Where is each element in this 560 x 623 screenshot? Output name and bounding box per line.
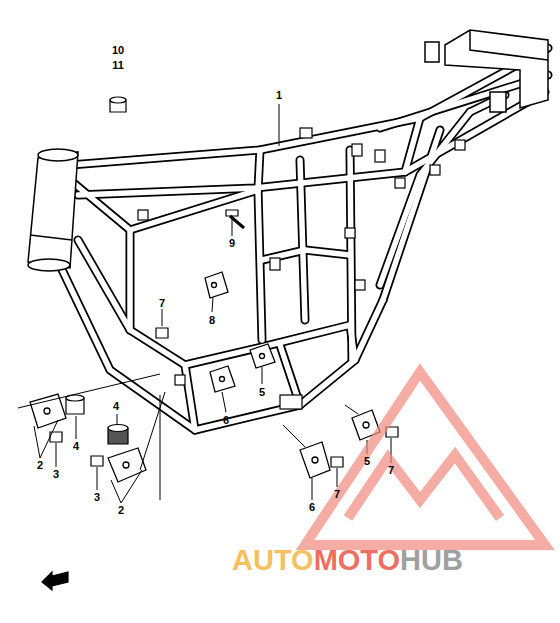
mount-plates <box>220 377 225 382</box>
mount-plates <box>44 408 50 414</box>
nuts <box>156 328 168 338</box>
leader-lines <box>34 426 40 458</box>
bolt <box>226 210 244 228</box>
leader-lines <box>18 374 160 408</box>
callout-number: 11 <box>112 60 124 71</box>
callout-number: 3 <box>53 469 59 480</box>
frame-lugs <box>280 395 302 409</box>
watermark-text: HUB <box>400 546 463 575</box>
watermark-logo <box>305 372 545 545</box>
callout-number: 4 <box>113 401 119 412</box>
frame-lugs <box>175 375 185 385</box>
leader-lines <box>76 416 77 439</box>
callout-number: 7 <box>388 465 394 476</box>
callout-number: 4 <box>73 441 79 452</box>
mount-plates <box>312 457 318 463</box>
callout-number: 2 <box>37 460 43 471</box>
frame-tubes <box>55 48 548 430</box>
rear-cross-member <box>425 42 439 62</box>
callout-number: 6 <box>309 502 315 513</box>
nuts <box>91 456 103 466</box>
leader-lines <box>117 414 118 425</box>
front-arrow <box>42 572 68 590</box>
frame-lugs <box>345 228 355 238</box>
rear-cross-member <box>490 92 506 112</box>
frame-lugs <box>455 140 465 150</box>
frame-lugs <box>395 178 405 188</box>
leader-lines <box>40 420 58 458</box>
frame-tubes <box>55 48 548 430</box>
mount-plates <box>30 272 380 482</box>
rear-cross-member <box>425 30 548 112</box>
frame-lugs <box>375 150 385 162</box>
leader-lines <box>262 367 263 384</box>
frame-lugs <box>300 128 312 138</box>
mount-plates <box>363 422 369 428</box>
leader-lines <box>121 470 142 503</box>
mount-plates <box>212 283 217 288</box>
leader-lines <box>18 104 391 503</box>
callout-number: 9 <box>229 238 235 249</box>
frame-lugs <box>138 210 148 220</box>
callout-number: 7 <box>159 298 165 309</box>
nuts <box>331 457 343 467</box>
watermark-text: AUTO <box>232 546 314 575</box>
leader-lines <box>312 478 313 500</box>
leader-lines <box>162 309 163 326</box>
frame-lugs <box>138 128 465 409</box>
mount-plates <box>30 394 66 428</box>
front-arrow <box>42 572 68 590</box>
leader-lines <box>279 104 280 146</box>
leader-lines <box>337 468 338 487</box>
steering-head <box>28 152 78 268</box>
nuts <box>50 328 398 467</box>
mount-plates <box>205 272 228 298</box>
callout-number: 8 <box>209 315 215 326</box>
steering-head <box>28 259 70 271</box>
callout-number: 5 <box>259 387 265 398</box>
callout-number: 1 <box>276 90 282 101</box>
leader-lines <box>345 405 358 414</box>
steering-head <box>38 149 78 161</box>
mount-plates <box>260 354 265 359</box>
leader-lines <box>160 395 161 500</box>
frame-lugs <box>270 258 280 270</box>
mount-plates <box>250 344 275 368</box>
frame-lugs <box>352 144 362 156</box>
bushing <box>110 97 126 112</box>
frame-tubes <box>55 48 548 430</box>
callout-number: 10 <box>112 45 124 56</box>
callout-number: 3 <box>94 492 100 503</box>
watermark-logo <box>305 372 545 545</box>
watermark-logo <box>348 455 500 518</box>
steering-head <box>30 235 72 240</box>
frame-lugs <box>430 165 440 175</box>
frame-lugs <box>355 280 365 290</box>
leader-lines <box>283 425 305 447</box>
callout-number: 5 <box>364 456 370 467</box>
callout-number: 6 <box>223 415 229 426</box>
mount-plates <box>123 462 129 468</box>
steering-head <box>28 149 78 271</box>
rear-cross-member <box>470 30 548 60</box>
leader-lines <box>111 480 121 503</box>
leader-lines <box>222 392 226 412</box>
mount-plates <box>108 448 146 482</box>
bushing <box>110 97 126 103</box>
leader-lines <box>140 392 165 470</box>
leader-lines <box>232 219 233 236</box>
callout-number: 2 <box>118 505 124 516</box>
mount-plates <box>300 442 330 478</box>
rubber-bushings <box>66 395 128 444</box>
callout-number: 7 <box>334 489 340 500</box>
mount-plates <box>210 366 235 392</box>
leader-lines <box>212 297 213 312</box>
rubber-bushings <box>108 425 128 432</box>
bolt <box>226 210 238 216</box>
leader-lines <box>97 467 98 490</box>
leader-lines <box>56 443 57 467</box>
watermark-text: MOTO <box>314 546 400 575</box>
